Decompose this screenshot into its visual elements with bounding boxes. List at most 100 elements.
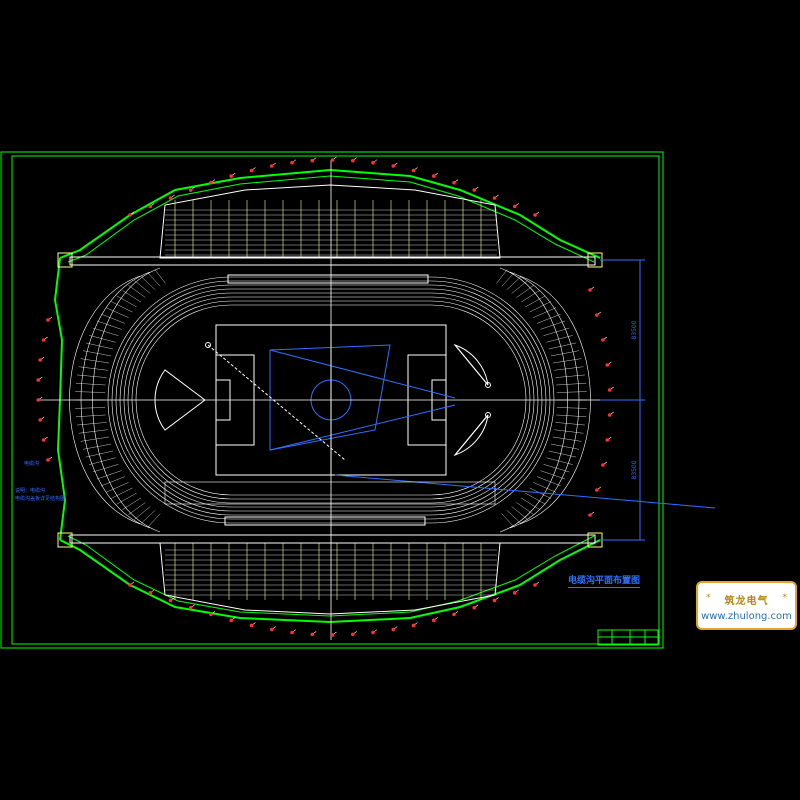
lighting-points xyxy=(36,156,614,637)
outer-frame xyxy=(0,151,664,649)
light-point xyxy=(168,196,173,200)
sector-line-b xyxy=(454,414,489,456)
light-point xyxy=(533,583,537,587)
hatch-line xyxy=(101,313,126,324)
hatch-line xyxy=(501,272,515,287)
hatch-line xyxy=(147,272,161,287)
hatch-line xyxy=(543,327,570,336)
hatch-line xyxy=(128,502,146,515)
hatch-line xyxy=(496,269,508,284)
light-point xyxy=(330,633,335,637)
hatch-line xyxy=(536,313,561,324)
corner-box-tl xyxy=(57,252,73,268)
hatch-line xyxy=(546,457,573,465)
hatch-line xyxy=(134,506,151,520)
hatch-line xyxy=(511,506,528,520)
star-icon: * xyxy=(782,593,788,603)
hatch-line xyxy=(533,307,557,318)
hatch-line xyxy=(506,510,522,524)
blue-leader-3 xyxy=(334,474,716,509)
light-point xyxy=(350,632,355,637)
hatch-line xyxy=(548,342,577,350)
light-point xyxy=(472,188,477,192)
hatch-line xyxy=(134,280,151,294)
light-point xyxy=(492,598,497,603)
hatch-line xyxy=(536,476,561,487)
hatch-line xyxy=(122,290,142,303)
hatch-line xyxy=(554,366,584,371)
light-point xyxy=(148,204,153,209)
hatch-line xyxy=(96,320,122,330)
hatch-line xyxy=(105,307,129,318)
hatch-line xyxy=(556,391,587,393)
hatch-line xyxy=(555,374,585,378)
hatch-line xyxy=(554,429,584,434)
light-point xyxy=(371,160,375,165)
star-icon: * xyxy=(706,593,711,603)
watermark-url: www.zhulong.com xyxy=(701,611,792,622)
hatch-line xyxy=(552,358,582,364)
hatch-line xyxy=(511,280,528,294)
light-point xyxy=(472,605,477,610)
left-note-3: 电缆沟盖板详见结构图 xyxy=(15,496,66,502)
pole-marker-b xyxy=(485,382,491,388)
drawing-title: 电缆沟平面布置图 xyxy=(568,573,641,588)
light-point xyxy=(601,463,605,467)
pole-marker-a xyxy=(205,342,211,348)
light-point xyxy=(452,180,456,185)
light-point xyxy=(229,618,234,623)
side-seating-hatch xyxy=(75,269,587,528)
light-point xyxy=(209,612,213,617)
hatch-line xyxy=(533,482,557,493)
hatch-line xyxy=(116,295,137,308)
bottom-stand-band xyxy=(69,534,596,544)
light-point xyxy=(188,188,193,192)
hatch-line xyxy=(75,383,106,386)
hatch-line xyxy=(501,513,515,528)
hatch-line xyxy=(75,414,106,417)
light-point xyxy=(41,338,46,342)
hatch-line xyxy=(105,482,129,493)
hatch-line xyxy=(525,492,546,505)
top-stand-band xyxy=(69,256,596,266)
left-note-1: 电缆沟 xyxy=(24,461,40,467)
light-point xyxy=(310,632,315,637)
light-point xyxy=(41,438,46,442)
hatch-line xyxy=(548,450,577,458)
bottom-main-stand xyxy=(159,542,501,615)
straight-track-bottom xyxy=(164,481,496,505)
light-point xyxy=(411,168,416,173)
hatch-line xyxy=(75,407,106,409)
hatch-line xyxy=(89,335,116,343)
light-point xyxy=(269,627,274,632)
light-point xyxy=(492,196,497,200)
light-point xyxy=(595,313,599,317)
light-point xyxy=(38,358,42,362)
blue-leader-1 xyxy=(269,349,456,399)
light-point xyxy=(46,458,50,462)
left-note-2: 说明：电缆沟 xyxy=(15,488,46,494)
light-point xyxy=(350,158,355,163)
hatch-line xyxy=(556,383,587,386)
light-point xyxy=(533,213,537,217)
sector-line-a xyxy=(454,344,489,386)
hatch-line xyxy=(128,285,146,298)
hatch-line xyxy=(82,350,112,357)
hatch-line xyxy=(520,497,540,510)
hatch-line xyxy=(550,443,580,450)
light-point xyxy=(371,630,375,635)
blue-leader-2 xyxy=(269,404,456,451)
hatch-line xyxy=(516,285,534,298)
hatch-line xyxy=(116,492,137,505)
blue-sector-annotation xyxy=(269,344,391,451)
hatch-line xyxy=(520,290,540,303)
light-point xyxy=(391,627,396,632)
corner-box-bl xyxy=(57,532,73,548)
light-point xyxy=(38,418,42,422)
light-point xyxy=(605,438,610,442)
light-point xyxy=(411,623,416,628)
hatch-line xyxy=(540,470,566,480)
hatch-line xyxy=(555,422,585,426)
hatch-line xyxy=(540,320,566,330)
pole-marker-c xyxy=(485,412,491,418)
